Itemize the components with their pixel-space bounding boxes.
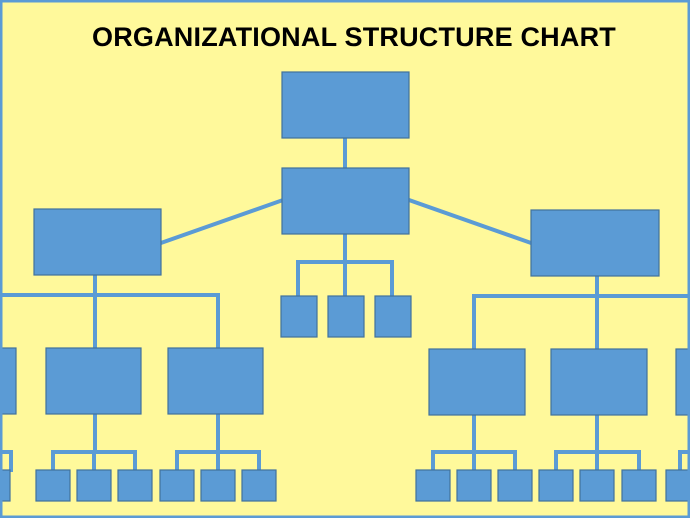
left-team-box-1	[0, 347, 17, 415]
top-level-box	[281, 71, 410, 139]
chart-title: ORGANIZATIONAL STRUCTURE CHART	[92, 22, 616, 52]
connector-lines	[0, 136, 690, 472]
staff-box-lb3-2	[200, 469, 236, 502]
staff-box-lb2-3	[117, 469, 153, 502]
staff-box-rb2-2	[579, 469, 615, 502]
left-team-box-2	[45, 347, 142, 415]
staff-box-lb1-1	[0, 469, 11, 502]
right-team-box-1	[428, 348, 526, 416]
staff-box-rb2-1	[538, 469, 574, 502]
staff-box-rb1-3	[497, 469, 533, 502]
center-staff-box-1	[280, 295, 318, 338]
staff-box-rb2-3	[621, 469, 657, 502]
center-staff-box-3	[374, 295, 412, 338]
second-level-box	[281, 167, 410, 235]
staff-box-lb3-1	[159, 469, 195, 502]
left-manager-box	[33, 208, 162, 276]
right-team-box-3	[675, 348, 690, 416]
staff-box-rb3-1	[665, 469, 690, 502]
staff-box-lb2-2	[76, 469, 112, 502]
right-team-box-2	[550, 348, 648, 416]
center-staff-box-2	[327, 295, 365, 338]
connector-second-to-left	[158, 197, 286, 246]
staff-box-rb1-2	[456, 469, 492, 502]
left-team-box-3	[167, 347, 264, 415]
staff-box-lb2-1	[35, 469, 71, 502]
staff-box-lb3-3	[241, 469, 277, 502]
org-boxes	[0, 71, 690, 502]
right-manager-box	[530, 209, 660, 277]
staff-box-rb1-1	[415, 469, 451, 502]
connector-second-to-right	[406, 197, 534, 246]
